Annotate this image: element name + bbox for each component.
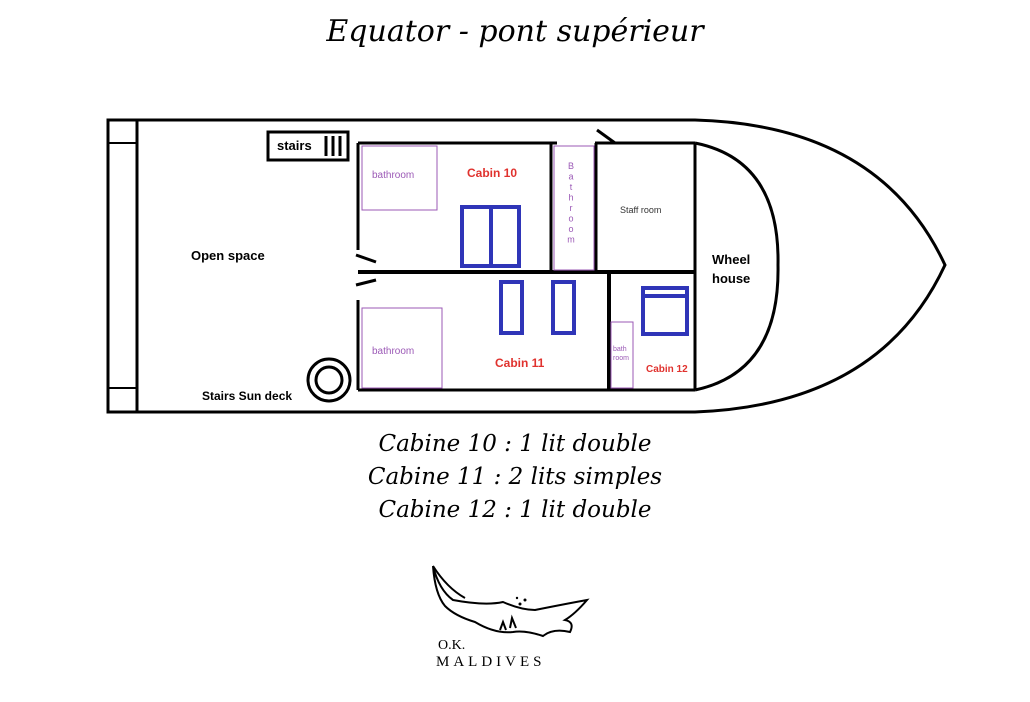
bathroom-label: bathroom — [372, 170, 414, 181]
bathroom-cabin12 — [610, 321, 634, 389]
open-space-label: Open space — [191, 248, 265, 263]
bathroom-between — [553, 145, 595, 271]
cabin11-label: Cabin 11 — [495, 356, 545, 370]
stairs-sun-deck-label: Stairs Sun deck — [202, 389, 292, 403]
logo-name-text: MALDIVES — [436, 654, 546, 670]
entrance-door — [355, 278, 377, 287]
bathroom-vertical-letter: B — [568, 161, 574, 171]
bathroom-vertical-letter: a — [568, 172, 573, 182]
cabin10-label: Cabin 10 — [467, 166, 517, 180]
bed-cabin11-left — [499, 280, 524, 335]
bed-cabin10-right — [489, 205, 521, 268]
cabin12-label: Cabin 12 — [646, 364, 688, 375]
stairs-label: stairs — [277, 138, 312, 153]
bed-cabin11-right — [551, 280, 576, 335]
spiral-stairs — [306, 357, 352, 403]
wheelhouse-wall — [694, 141, 780, 392]
bathroom-vertical-letter: r — [570, 203, 573, 213]
page-title: Equator - pont supérieur — [326, 14, 704, 49]
staff-room-label: Staff room — [620, 205, 661, 215]
bathroom-cabin11 — [361, 307, 443, 389]
bathroom-cabin10 — [361, 145, 438, 211]
bath-small-label-1: bath — [613, 346, 627, 353]
stairs-box — [266, 130, 350, 162]
bath-small-label-2: room — [613, 355, 629, 362]
bed-cabin12 — [641, 286, 689, 336]
caption-cabin11: Cabine 11 : 2 lits simples — [367, 464, 663, 490]
bathroom-label: bathroom — [372, 346, 414, 357]
bathroom-vertical-letter: h — [568, 193, 573, 203]
bathroom-vertical-letter: o — [568, 224, 573, 234]
staff-door — [596, 128, 616, 145]
wheel-house-label-2: house — [712, 271, 750, 286]
caption-cabin12: Cabine 12 : 1 lit double — [378, 497, 652, 523]
bathroom-vertical-letter: t — [570, 182, 573, 192]
cabin-captions: Cabine 10 : 1 lit double Cabine 11 : 2 l… — [0, 428, 1030, 527]
caption-cabin10: Cabine 10 : 1 lit double — [378, 431, 652, 457]
bed-cabin10-left — [460, 205, 493, 268]
logo-ok-text: O.K. — [438, 638, 466, 653]
bathroom-vertical-letter: o — [568, 214, 573, 224]
wheel-house-label-1: Wheel — [712, 252, 750, 267]
spiral-stairs-inner — [314, 365, 344, 395]
entrance-door — [355, 253, 377, 264]
bathroom-vertical-letter: m — [567, 235, 575, 245]
manta-ray-logo — [432, 565, 590, 638]
hull-outline — [106, 118, 947, 414]
